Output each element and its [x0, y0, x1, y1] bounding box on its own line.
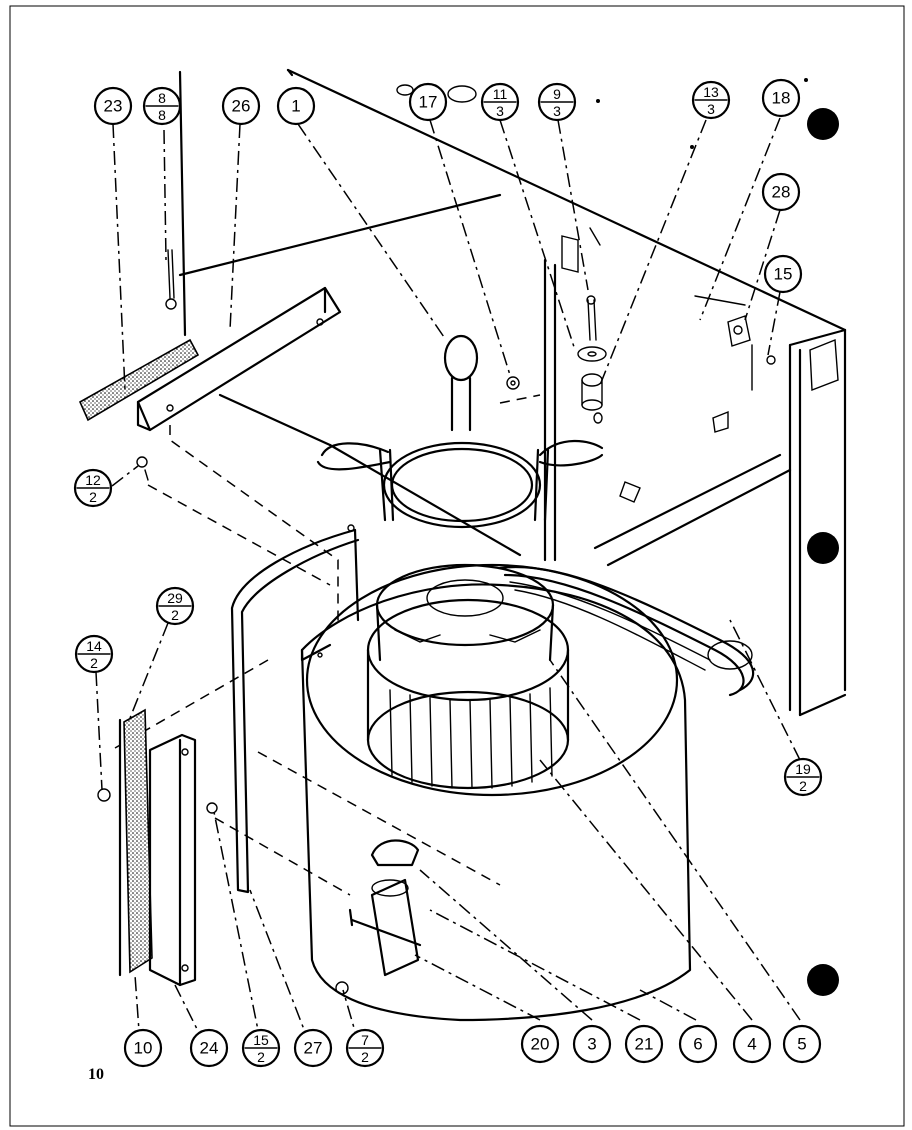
svg-text:1: 1 — [291, 97, 300, 116]
limit-switch-part-28 — [619, 315, 776, 503]
cutoff-plate-part-27 — [230, 524, 360, 894]
svg-text:7: 7 — [361, 1032, 369, 1048]
svg-text:2: 2 — [361, 1049, 369, 1065]
blower-wheel-part-4 — [366, 598, 570, 790]
gasket-part-23 — [78, 338, 200, 422]
callout-4: 4 — [732, 1024, 772, 1064]
callout-1: 1 — [276, 86, 316, 126]
callout-26: 26 — [221, 86, 261, 126]
cabinet-frame — [178, 68, 847, 717]
svg-text:8: 8 — [158, 90, 166, 106]
svg-text:9: 9 — [553, 86, 561, 102]
svg-text:2: 2 — [90, 655, 98, 671]
side-plate-part-29 — [123, 708, 153, 974]
side-bracket-part-24 — [148, 733, 197, 987]
callout-11-3: 11 3 — [480, 82, 520, 122]
screw-part-7 — [335, 981, 349, 995]
page-number: 10 — [88, 1066, 104, 1083]
svg-text:2: 2 — [799, 778, 807, 794]
svg-text:8: 8 — [158, 107, 166, 123]
svg-text:26: 26 — [232, 97, 251, 116]
svg-text:3: 3 — [587, 1035, 596, 1054]
callout-13-3: 13 3 — [691, 80, 731, 120]
callout-24: 24 — [189, 1028, 229, 1068]
svg-text:28: 28 — [772, 183, 791, 202]
registration-marks — [807, 108, 839, 996]
svg-text:3: 3 — [496, 103, 504, 119]
svg-text:13: 13 — [703, 84, 719, 100]
callout-18: 18 — [761, 78, 801, 118]
callout-6: 6 — [678, 1024, 718, 1064]
callout-27: 27 — [293, 1028, 333, 1068]
svg-text:2: 2 — [171, 607, 179, 623]
callout-15-2: 15 2 — [241, 1028, 281, 1068]
support-rods — [165, 70, 187, 337]
svg-text:17: 17 — [419, 93, 438, 112]
callout-23: 23 — [93, 86, 133, 126]
svg-text:14: 14 — [86, 638, 102, 654]
svg-text:4: 4 — [747, 1035, 756, 1054]
svg-text:5: 5 — [797, 1035, 806, 1054]
leader-lines — [95, 117, 801, 1046]
nut-part-17 — [506, 376, 520, 390]
motor-part-5 — [375, 563, 555, 662]
svg-text:29: 29 — [167, 590, 183, 606]
callout-21: 21 — [624, 1024, 664, 1064]
svg-text:18: 18 — [772, 89, 791, 108]
callout-19-2: 19 2 — [783, 757, 823, 797]
terminal-cover-part-3 — [370, 839, 420, 867]
screw-part-15-lower — [206, 802, 218, 814]
callout-15: 15 — [763, 254, 803, 294]
callout-20: 20 — [520, 1024, 560, 1064]
svg-text:23: 23 — [104, 97, 123, 116]
svg-text:19: 19 — [795, 761, 811, 777]
callout-29-2: 29 2 — [155, 586, 195, 626]
blower-housing-part-6 — [300, 563, 692, 1022]
svg-text:6: 6 — [693, 1035, 702, 1054]
grommet-assembly — [577, 295, 607, 424]
svg-text:21: 21 — [635, 1035, 654, 1054]
svg-text:2: 2 — [257, 1049, 265, 1065]
svg-text:24: 24 — [200, 1039, 219, 1058]
blower-bracket-part-26 — [136, 286, 342, 432]
svg-text:3: 3 — [553, 103, 561, 119]
svg-text:12: 12 — [85, 472, 101, 488]
svg-text:20: 20 — [531, 1035, 550, 1054]
svg-text:11: 11 — [493, 86, 508, 102]
callout-14-2: 14 2 — [74, 634, 114, 674]
svg-text:27: 27 — [304, 1039, 323, 1058]
page-border — [9, 5, 905, 1127]
motor-mount-ring-part-1 — [316, 334, 604, 529]
screw-part-12 — [136, 456, 149, 481]
callout-17: 17 — [408, 82, 448, 122]
callout-28: 28 — [761, 172, 801, 212]
callout-10: 10 — [123, 1028, 163, 1068]
callout-9-3: 9 3 — [537, 82, 577, 122]
svg-text:15: 15 — [253, 1032, 269, 1048]
svg-text:15: 15 — [774, 265, 793, 284]
callout-7-2: 7 2 — [345, 1028, 385, 1068]
callout-3: 3 — [572, 1024, 612, 1064]
svg-text:2: 2 — [89, 489, 97, 505]
svg-text:10: 10 — [134, 1039, 153, 1058]
screw-part-14 — [97, 788, 111, 802]
svg-text:3: 3 — [707, 101, 715, 117]
callout-5: 5 — [782, 1024, 822, 1064]
callout-8-8: 8 8 — [142, 86, 182, 126]
callout-12-2: 12 2 — [73, 468, 113, 508]
capacitor-part-21 — [348, 878, 422, 977]
